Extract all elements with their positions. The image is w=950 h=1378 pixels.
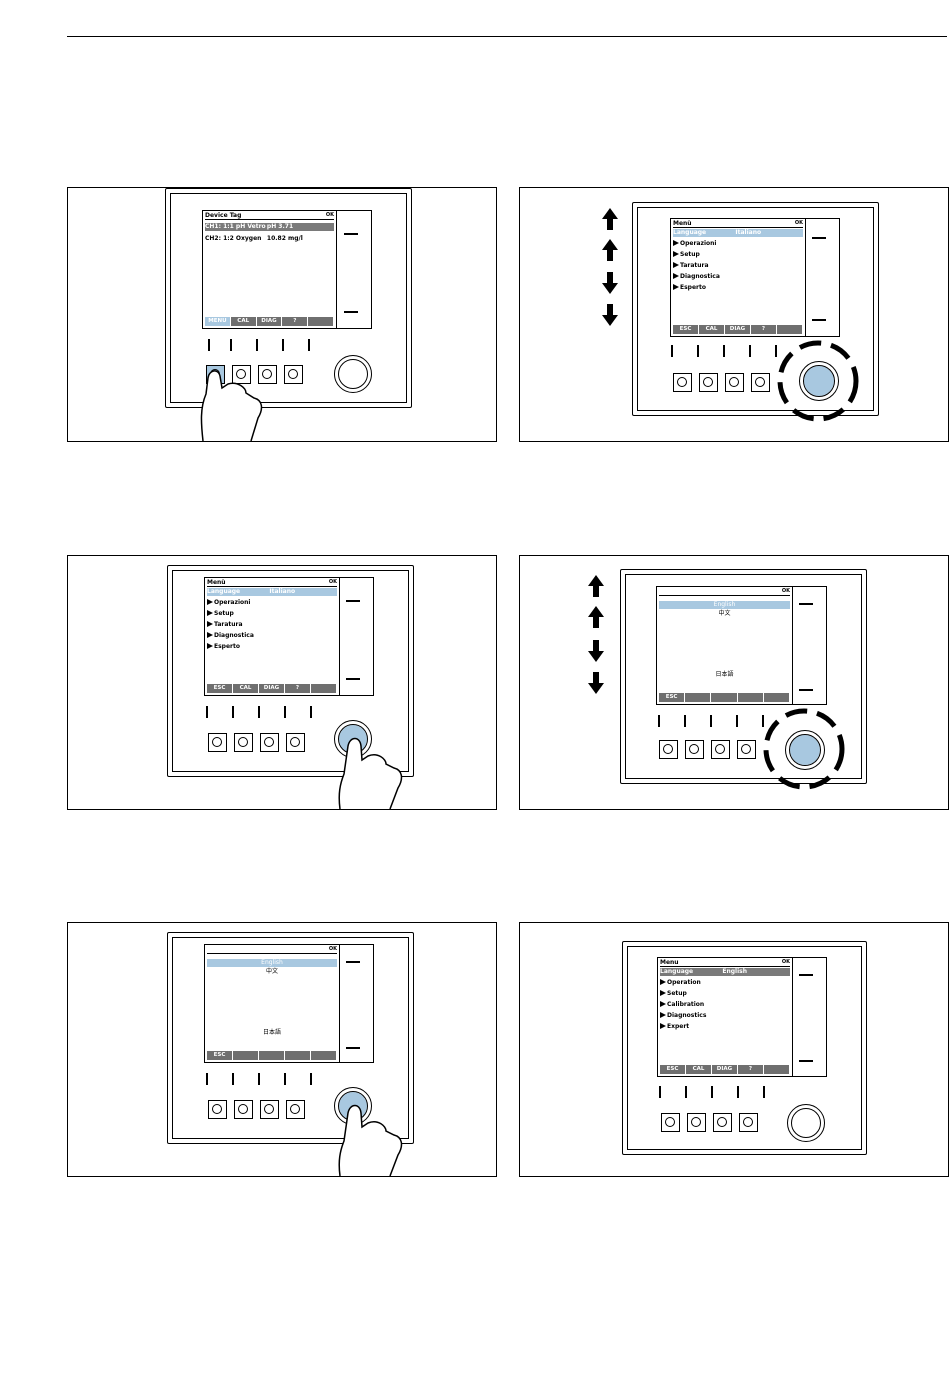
menu-item[interactable]: Operazioni (673, 240, 803, 248)
rotate-arrows-icon (777, 340, 859, 422)
language-option[interactable]: English (207, 959, 337, 967)
scroll-arrows (602, 208, 618, 326)
softkey-button-2[interactable] (699, 373, 718, 392)
softkey-button-1[interactable] (661, 1113, 680, 1132)
pressing-hand-icon (338, 737, 403, 809)
softkey-empty[interactable] (308, 317, 334, 326)
top-rule (67, 36, 947, 37)
menu-item[interactable]: Diagnostics (660, 1012, 790, 1020)
softkey-bar: ESC (659, 693, 791, 702)
softkey-button-2[interactable] (687, 1113, 706, 1132)
rotate-arrows-icon (763, 708, 845, 790)
arrow-up-icon (602, 208, 618, 230)
softkey-button-3[interactable] (260, 1100, 279, 1119)
menu-item[interactable]: Setup (673, 251, 803, 259)
softkey-button-2[interactable] (685, 740, 704, 759)
softkey-button-3[interactable] (258, 365, 277, 384)
menu-item[interactable]: Setup (207, 610, 337, 618)
menu-item[interactable]: Diagnostica (673, 273, 803, 281)
display: OK English 中文 日本語 ESC (204, 944, 374, 1063)
arrow-down-icon (602, 304, 618, 326)
scroll-arrows (588, 575, 604, 694)
softkey-button-3[interactable] (711, 740, 730, 759)
softkey-button-3[interactable] (713, 1113, 732, 1132)
figure-panel-5: OK English 中文 日本語 ESC (67, 922, 497, 1177)
arrow-down-icon (602, 272, 618, 294)
screen-title: Device Tag (205, 212, 242, 219)
arrow-up-icon (588, 606, 604, 628)
softkey-help[interactable]: ? (282, 317, 309, 326)
pressing-hand-icon (200, 370, 263, 441)
language-option[interactable]: English (659, 601, 790, 609)
softkey-diag[interactable]: DIAG (257, 317, 283, 326)
softkey-cal[interactable]: CAL (231, 317, 257, 326)
arrow-down-icon (588, 640, 604, 662)
figure-panel-4: OK English 中文 日本語 ESC (519, 555, 949, 810)
menu-item[interactable]: Operation (660, 979, 790, 987)
softkey-button-2[interactable] (234, 733, 253, 752)
softkey-button-2[interactable] (232, 365, 251, 384)
arrow-up-icon (588, 575, 604, 597)
language-option[interactable]: 中文 (718, 610, 731, 617)
menu-item[interactable]: Taratura (673, 262, 803, 270)
arrow-up-icon (602, 239, 618, 261)
navigator-knob[interactable] (785, 730, 825, 770)
softkey-button-4[interactable] (286, 733, 305, 752)
menu-item[interactable]: Esperto (207, 643, 337, 651)
softkey-menu[interactable]: MENU (205, 317, 231, 326)
menu-item[interactable]: Expert (660, 1023, 790, 1031)
device-front: OK English 中文 日本語 ESC (167, 932, 414, 1144)
softkey-button-1[interactable] (673, 373, 692, 392)
language-option[interactable]: 日本語 (262, 1029, 281, 1036)
arrow-down-icon (588, 672, 604, 694)
softkey-bar: ESC (207, 1051, 337, 1060)
menu-item[interactable]: Diagnostica (207, 632, 337, 640)
softkey-button-4[interactable] (737, 740, 756, 759)
softkey-button-1[interactable] (659, 740, 678, 759)
menu-item[interactable]: Operazioni (207, 599, 337, 607)
device-front: OK English 中文 日本語 ESC (620, 569, 867, 784)
navigator-knob[interactable] (787, 1104, 825, 1142)
language-option[interactable]: 日本語 (715, 671, 734, 678)
navigator-knob[interactable] (334, 355, 372, 393)
softkey-button-1[interactable] (208, 733, 227, 752)
softkey-button-4[interactable] (286, 1100, 305, 1119)
navigator-knob[interactable] (799, 361, 839, 401)
menu-item[interactable]: Setup (660, 990, 790, 998)
menu-item[interactable]: Taratura (207, 621, 337, 629)
softkey-button-4[interactable] (739, 1113, 758, 1132)
softkey-button-4[interactable] (751, 373, 770, 392)
softkey-bar: MENU CAL DIAG ? (205, 317, 334, 326)
softkey-button-3[interactable] (725, 373, 744, 392)
softkey-button-1[interactable] (208, 1100, 227, 1119)
menu-item[interactable]: Esperto (673, 284, 803, 292)
softkey-button-4[interactable] (284, 365, 303, 384)
menu-item[interactable]: Calibration (660, 1001, 790, 1009)
display: OK English 中文 日本語 ESC (656, 586, 827, 705)
language-option[interactable]: 中文 (265, 968, 278, 975)
softkey-button-2[interactable] (234, 1100, 253, 1119)
softkey-button-3[interactable] (260, 733, 279, 752)
pressing-hand-icon (338, 1104, 403, 1176)
